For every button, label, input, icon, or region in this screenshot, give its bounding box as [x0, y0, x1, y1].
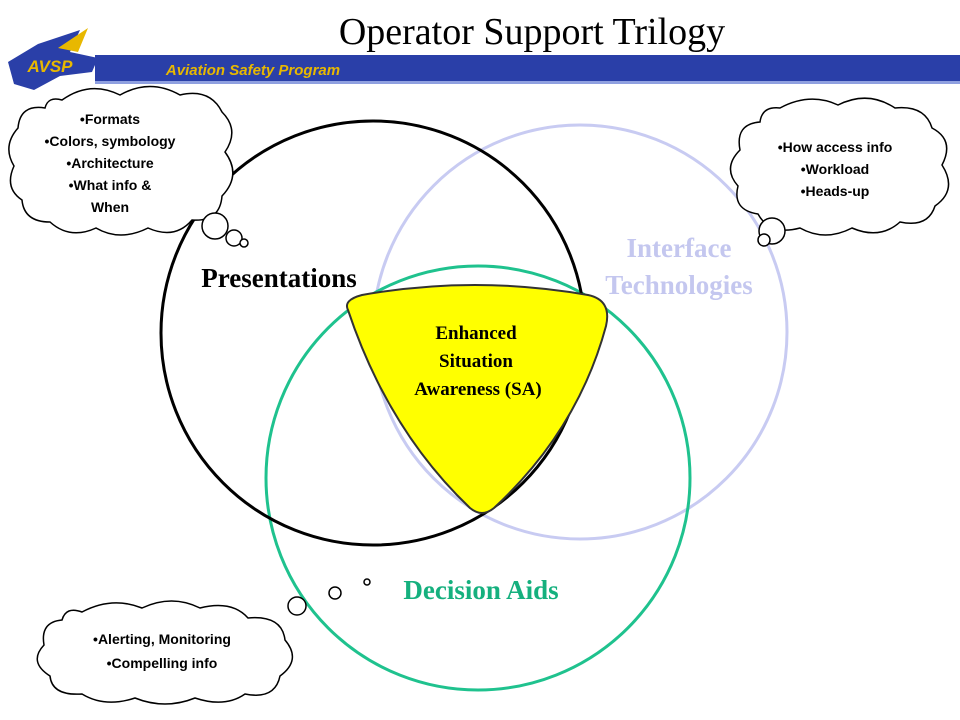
logo-arrow-icon	[58, 28, 88, 52]
thought-bubble	[239, 238, 249, 248]
decision-aids-label: Decision Aids	[403, 575, 558, 605]
program-banner: Aviation Safety Program	[95, 55, 960, 84]
cloud-item: •What info &	[69, 177, 152, 193]
page-title: Operator Support Trilogy	[339, 11, 725, 53]
center-label-line1: Enhanced	[435, 323, 517, 344]
logo-wing-icon	[8, 30, 98, 90]
thought-bubble	[225, 229, 243, 247]
thought-bubble	[363, 578, 371, 586]
center-label-line3: Awareness (SA)	[414, 379, 542, 400]
thought-bubble	[287, 596, 307, 616]
decision-aids-circle	[264, 264, 692, 692]
cloud-item: •Compelling info	[107, 655, 218, 671]
cloud-shape	[36, 600, 294, 705]
cloud-item: •How access info	[778, 139, 893, 155]
cloud-item: •Colors, symbology	[45, 133, 176, 149]
banner-underline	[95, 81, 960, 84]
decision-thought-cloud: •Alerting, Monitoring •Compelling info	[36, 578, 371, 705]
interface-label-line1: Interface	[627, 233, 732, 263]
cloud-item: •Workload	[801, 161, 869, 177]
cloud-shape	[729, 97, 950, 236]
thought-bubble	[328, 586, 342, 600]
enhanced-sa-region	[346, 284, 609, 514]
interface-label-line2: Technologies	[605, 270, 753, 300]
presentations-label: Presentations	[201, 263, 357, 293]
presentations-thought-cloud: •Formats •Colors, symbology •Architectur…	[8, 85, 249, 248]
interface-thought-cloud: •How access info •Workload •Heads-up	[729, 97, 950, 247]
cloud-shape	[8, 85, 234, 236]
cloud-item: •Alerting, Monitoring	[93, 631, 231, 647]
cloud-item: •Architecture	[66, 155, 154, 171]
thought-bubble	[201, 212, 229, 240]
avsp-logo: AVSP	[8, 28, 98, 90]
cloud-item: •Formats	[80, 111, 140, 127]
thought-bubble	[757, 233, 771, 247]
cloud-item: When	[91, 199, 129, 215]
cloud-item: •Heads-up	[801, 183, 870, 199]
logo-text: AVSP	[26, 57, 73, 76]
banner-program-name: Aviation Safety Program	[165, 62, 340, 79]
center-label-line2: Situation	[439, 351, 513, 372]
banner-bar	[95, 55, 960, 81]
